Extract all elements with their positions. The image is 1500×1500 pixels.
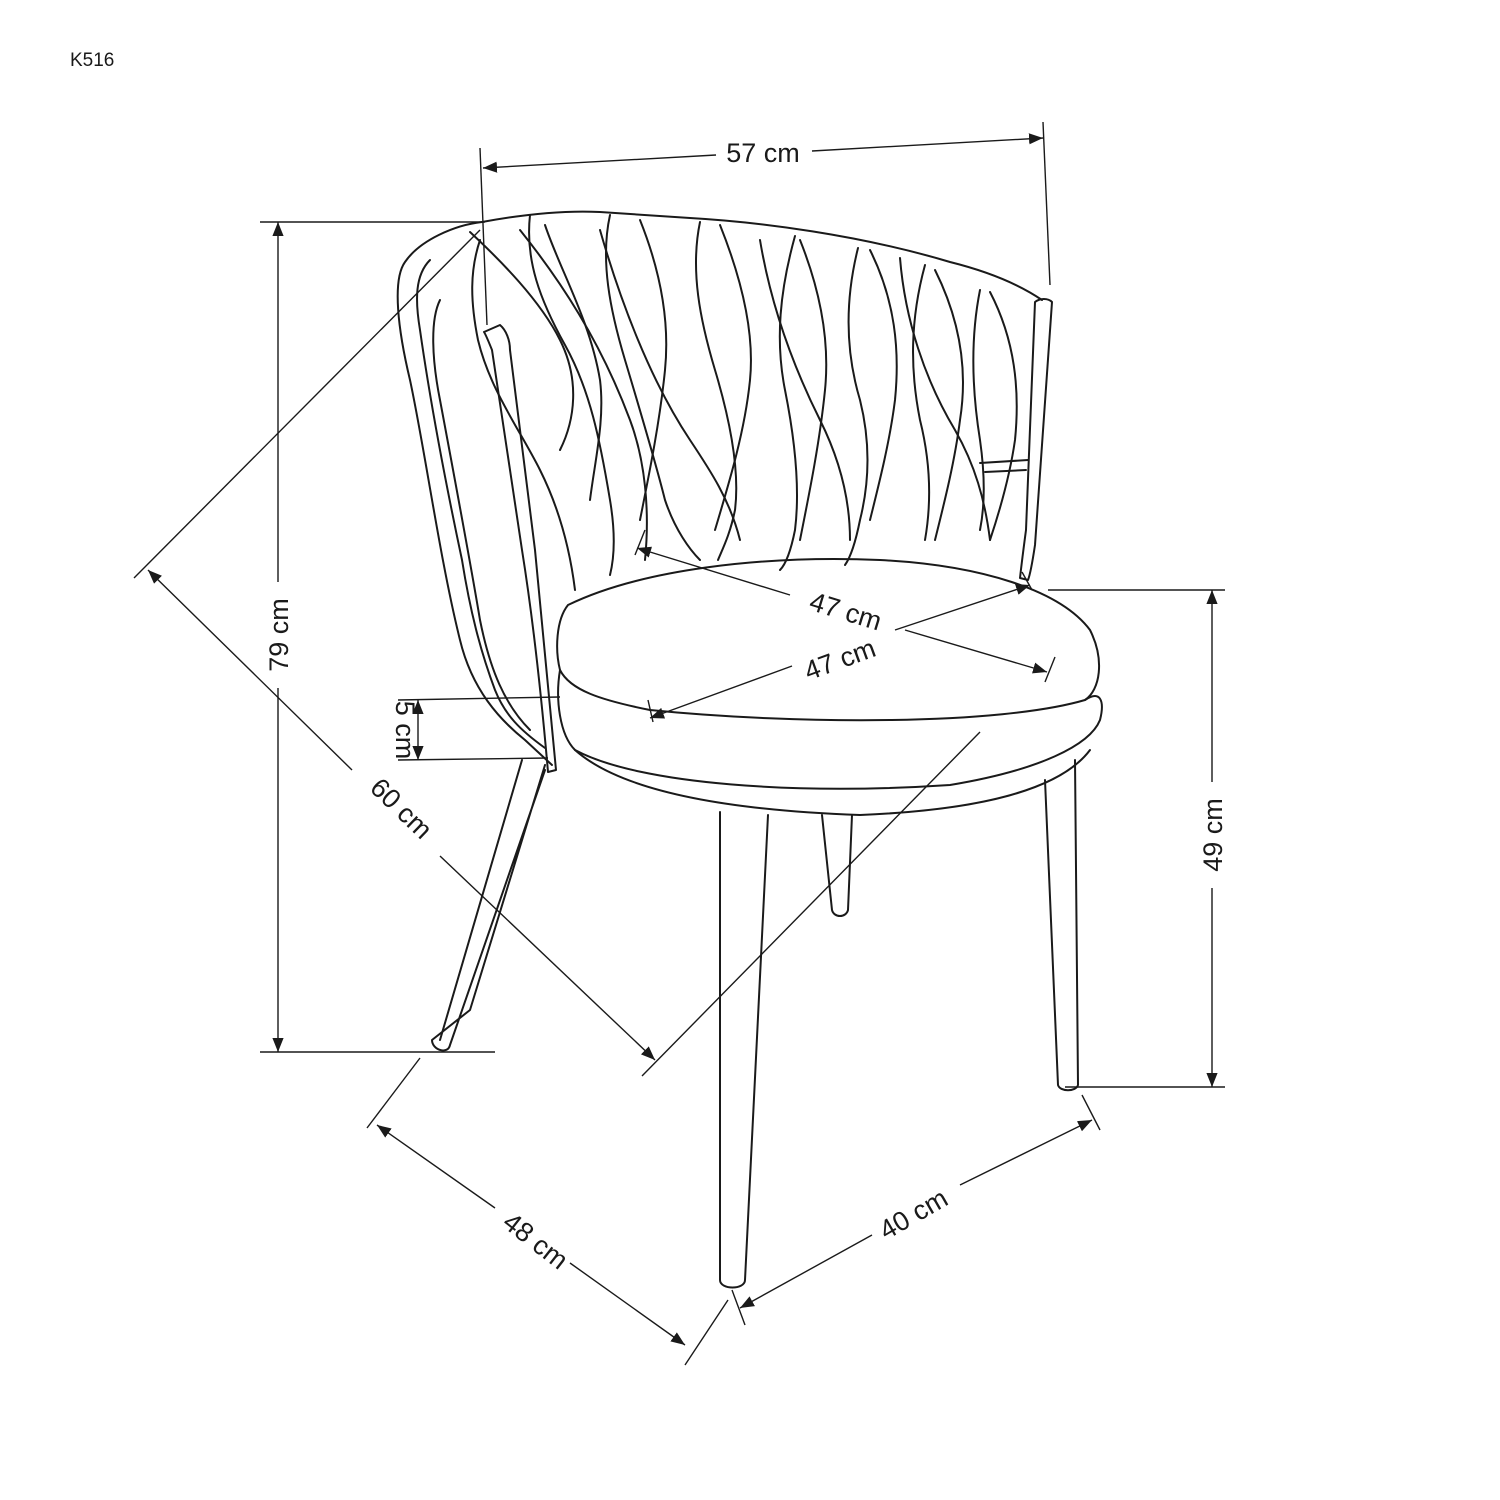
dimension-base-depth: 48 cm [366, 1057, 729, 1366]
seat-width-label: 47 cm [806, 586, 885, 636]
dimension-seat-thickness: 5 cm [390, 696, 561, 761]
chair-illustration [396, 210, 1103, 1289]
seat-height-label: 49 cm [1198, 798, 1228, 872]
seat-thickness-label: 5 cm [390, 701, 420, 760]
back-post-left [483, 324, 557, 773]
seat-depth-label: 47 cm [800, 633, 879, 686]
chair-legs [431, 759, 1079, 1289]
dimension-width: 57 cm [479, 121, 1051, 326]
product-code: K516 [70, 50, 115, 71]
depth-label: 60 cm [364, 772, 438, 845]
dimension-height: 79 cm [260, 221, 495, 1053]
back-post-right [1019, 298, 1053, 581]
base-depth-label: 48 cm [497, 1206, 573, 1275]
seat-cushion [556, 558, 1103, 816]
width-label: 57 cm [726, 138, 800, 168]
backrest-shell [396, 221, 553, 766]
dimension-lines: 57 cm 79 cm 49 cm [133, 121, 1228, 1366]
height-label: 79 cm [264, 598, 294, 672]
dimension-seat-height: 49 cm [1048, 589, 1228, 1088]
dimension-base-width: 40 cm [731, 1094, 1101, 1326]
woven-straps [469, 214, 1018, 591]
base-width-label: 40 cm [874, 1183, 953, 1246]
